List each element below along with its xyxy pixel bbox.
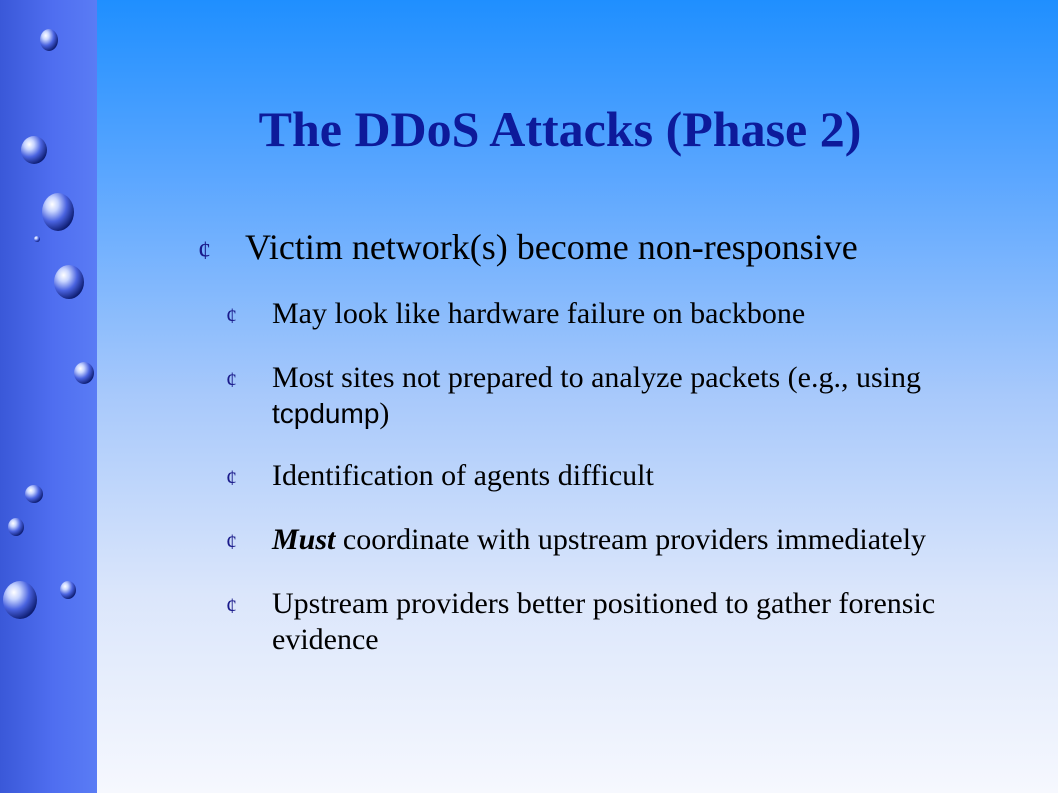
slide-title: The DDoS Attacks (Phase 2) — [258, 101, 862, 157]
sub-bullet-text: Upstream providers better positioned to … — [272, 587, 936, 656]
bullet-icon: ¢ — [226, 593, 237, 618]
main-bullet: ¢ Victim network(s) become non-responsiv… — [198, 226, 1038, 268]
code-term: tcpdump — [272, 398, 380, 429]
sub-bullet-text-part: coordinate with upstream providers immed… — [335, 523, 927, 556]
sub-bullet-item: ¢ Most sites not prepared to analyze pac… — [226, 360, 1026, 432]
main-bullet-text: Victim network(s) become non-responsive — [245, 227, 858, 267]
sub-bullet-text: Most sites not prepared to analyze packe… — [272, 360, 1026, 432]
sub-bullet-text-part: ) — [379, 397, 390, 430]
sub-bullet-item: ¢ Identification of agents difficult — [226, 458, 1026, 496]
sub-bullet-text: Identification of agents difficult — [272, 459, 654, 492]
sub-bullet-list: ¢ May look like hardware failure on back… — [226, 296, 1026, 684]
sub-bullet-item: ¢ May look like hardware failure on back… — [226, 296, 1026, 334]
sub-bullet-item: ¢ Must coordinate with upstream provider… — [226, 522, 1026, 560]
side-bar — [0, 0, 97, 793]
bubble-group — [3, 29, 94, 619]
sub-bullet-text-part: Most sites not prepared to analyze packe… — [272, 361, 921, 394]
sub-bullet-item: ¢ Upstream providers better positioned t… — [226, 586, 1026, 658]
bullet-icon: ¢ — [226, 303, 237, 328]
bubbles-decoration — [3, 29, 94, 619]
bullet-icon: ¢ — [226, 465, 237, 490]
sub-bullet-text: Must coordinate with upstream providers … — [272, 522, 1026, 558]
bullet-icon: ¢ — [226, 367, 237, 392]
bullet-icon: ¢ — [198, 236, 211, 265]
emphasis-word: Must — [272, 523, 336, 556]
bullet-icon: ¢ — [226, 529, 237, 554]
sub-bullet-text: May look like hardware failure on backbo… — [272, 297, 806, 330]
